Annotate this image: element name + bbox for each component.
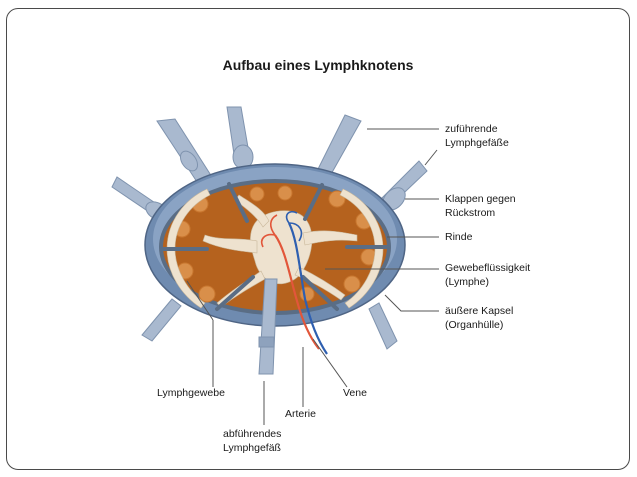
- label-cortex: Rinde: [445, 230, 472, 244]
- follicle: [250, 187, 264, 201]
- afferent-vessel-6: [369, 303, 397, 349]
- label-vein: Vene: [343, 386, 367, 400]
- leader-vein: [313, 339, 347, 387]
- leader-capsule: [385, 295, 439, 311]
- label-capsule: äußere Kapsel (Organhülle): [445, 304, 513, 332]
- afferent-vessel-7: [142, 299, 181, 341]
- follicle: [300, 287, 314, 301]
- label-afferent-vessels: zuführende Lymphgefäße: [445, 122, 509, 150]
- label-lymph-tissue: Lymphgewebe: [157, 386, 225, 400]
- label-lymph-fluid: Gewebeflüssigkeit (Lymphe): [445, 261, 530, 289]
- label-valves: Klappen gegen Rückstrom: [445, 192, 516, 220]
- follicle: [278, 186, 292, 200]
- label-artery: Arterie: [285, 407, 316, 421]
- follicle: [344, 276, 360, 292]
- diagram-frame: Aufbau eines Lymphknotens: [6, 8, 630, 470]
- leader-afferent-2: [425, 150, 437, 165]
- label-efferent-vessel: abführendes Lymphgefäß: [223, 427, 281, 455]
- lymph-node-illustration: [7, 9, 630, 470]
- afferent-vessel-3: [318, 115, 361, 176]
- follicle: [199, 286, 215, 302]
